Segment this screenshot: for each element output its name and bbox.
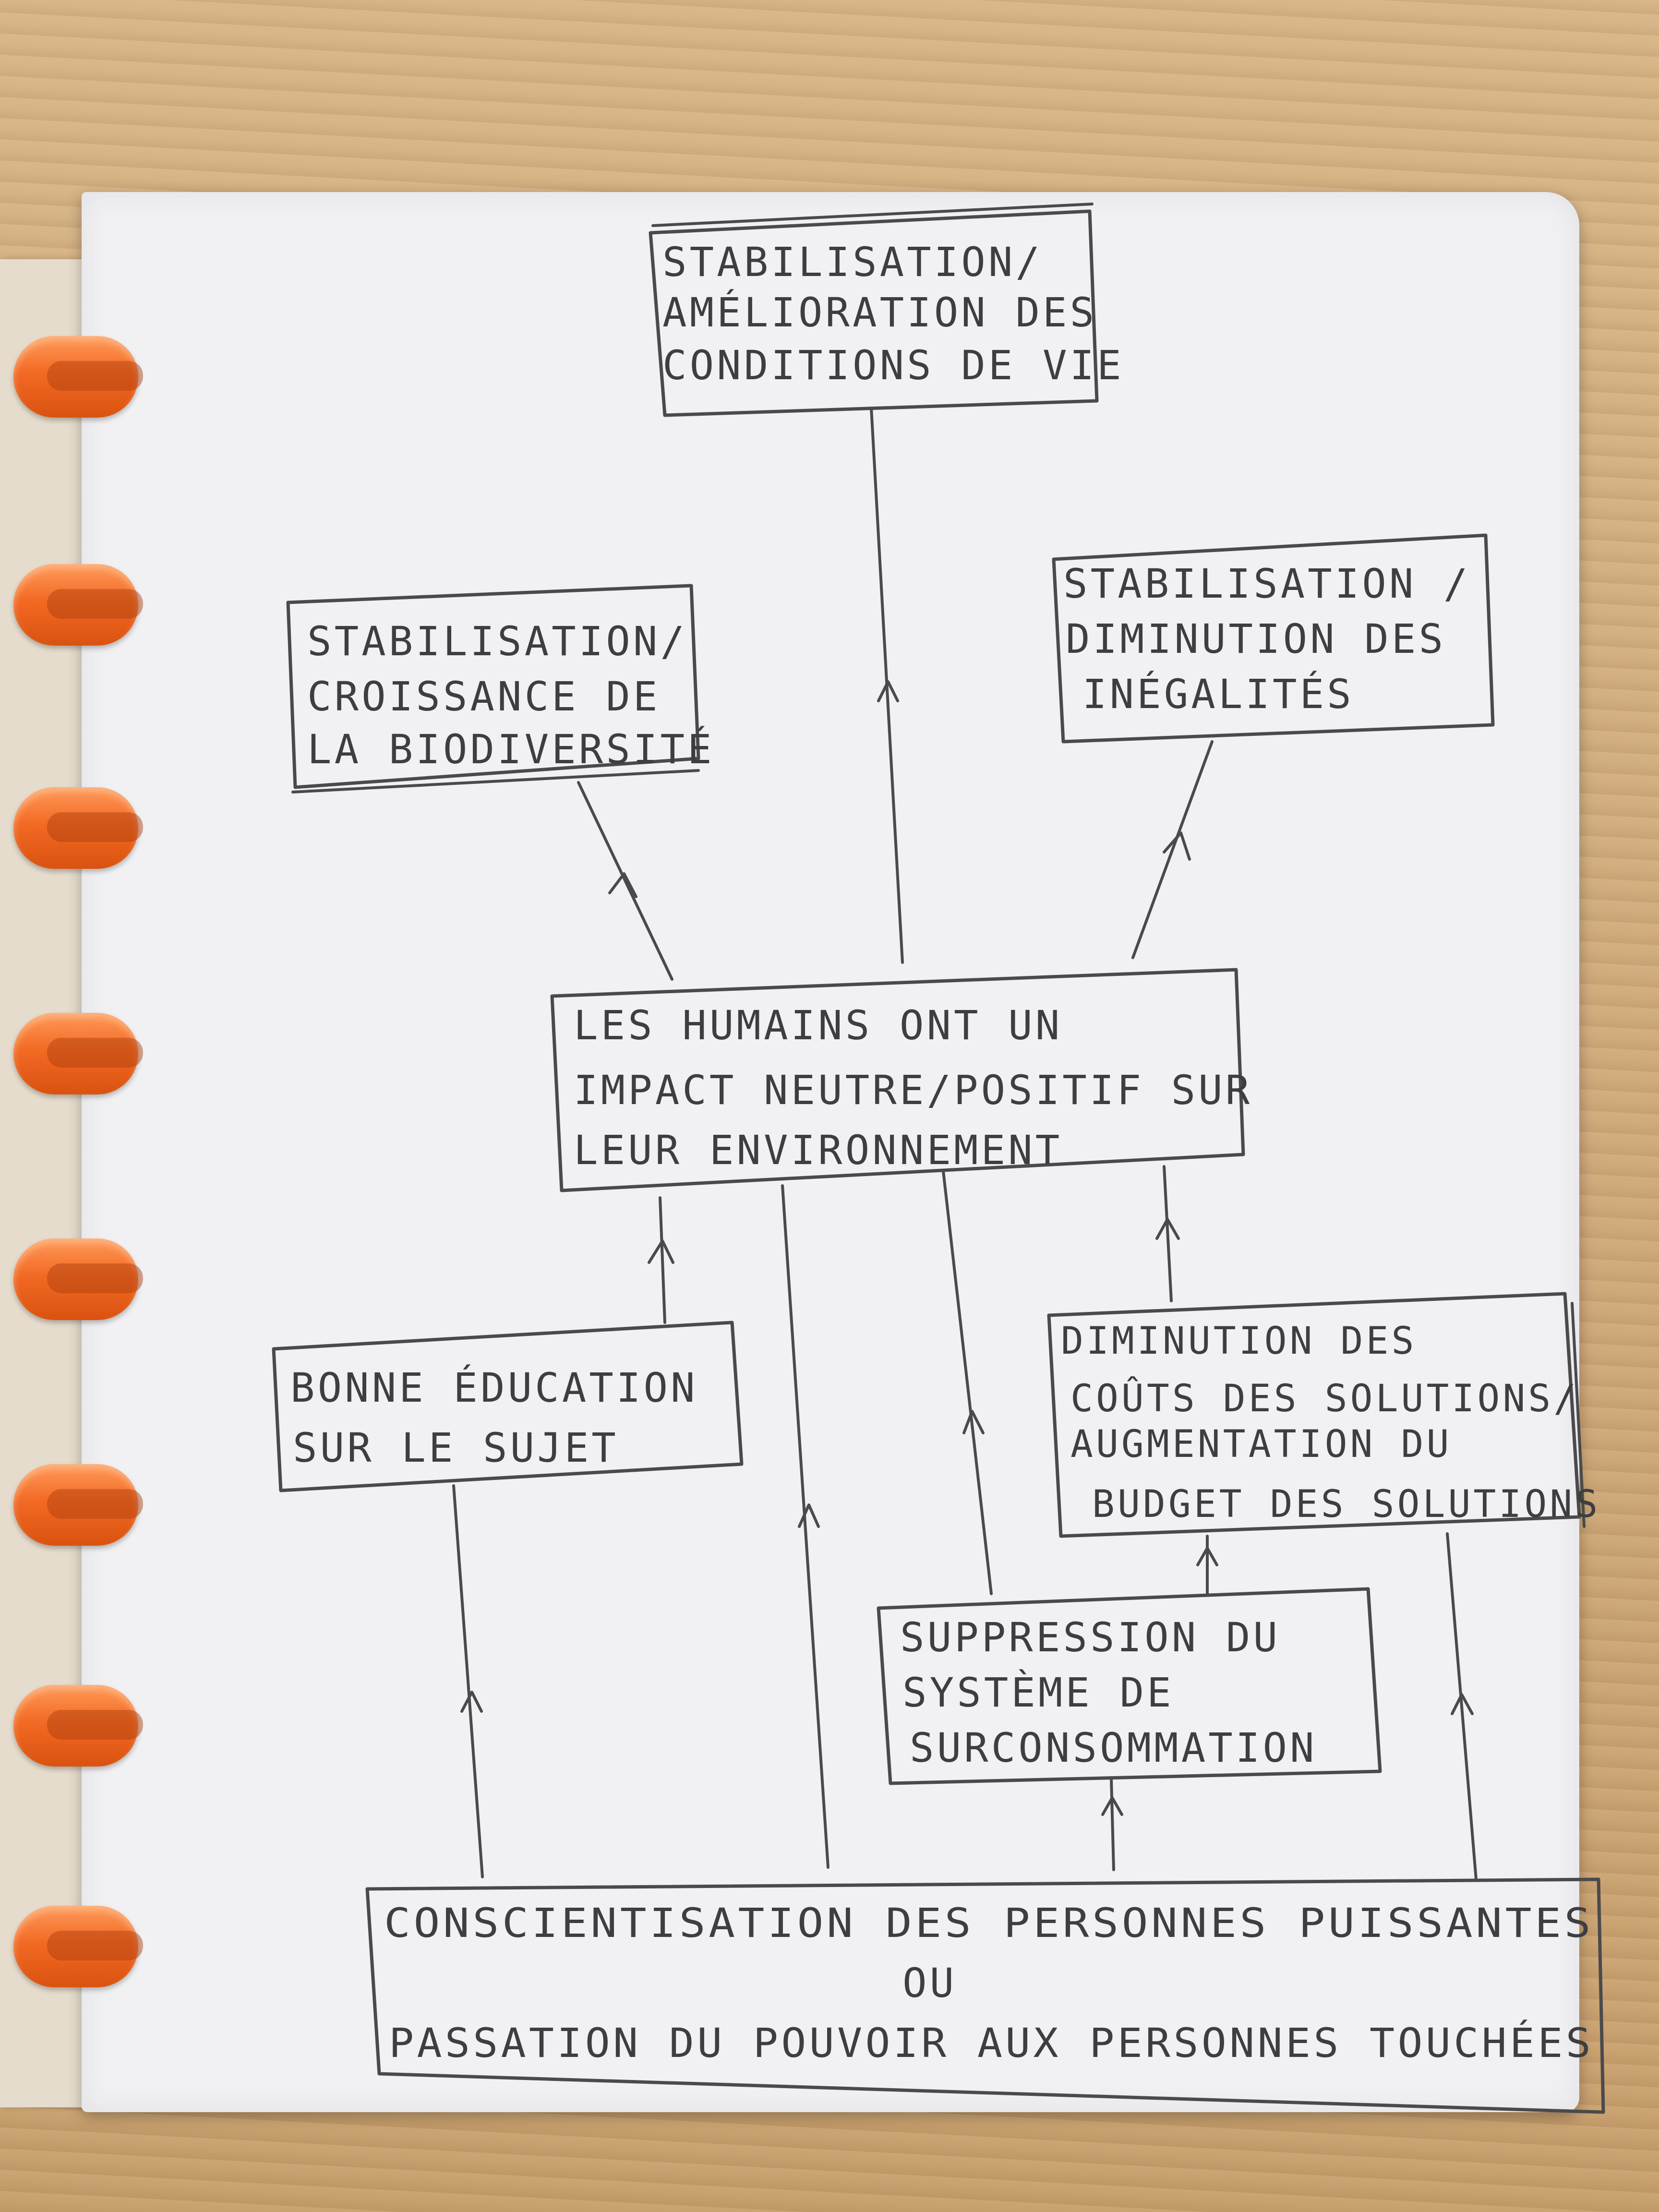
node-center-line-1: LES HUMAINS ONT UN (574, 1002, 1062, 1049)
node-costs-line-1: DIMINUTION DES (1061, 1320, 1417, 1363)
node-left-line-3: LA BIODIVERSITÉ (307, 726, 715, 773)
binder-ring-5 (13, 1238, 143, 1320)
node-top-line-3: CONDITIONS DE VIE (662, 342, 1124, 389)
node-left-line-1: STABILISATION/ (307, 618, 687, 665)
node-suppression-line-1: SUPPRESSION DU (900, 1614, 1280, 1661)
node-costs-line-2: COÛTS DES SOLUTIONS/ (1070, 1376, 1579, 1420)
node-top-line-1: STABILISATION/ (662, 239, 1043, 286)
node-suppression-line-3: SURCONSOMMATION (910, 1724, 1317, 1771)
node-bottom-line-1: CONSCIENTISATION DES PERSONNES PUISSANTE… (384, 1899, 1594, 1947)
edge-center-to-top (870, 407, 904, 964)
node-right-line-1: STABILISATION / (1063, 560, 1471, 607)
edge-center-to-right (1131, 740, 1214, 959)
node-top-line-2: AMÉLIORATION DES (662, 289, 1097, 336)
node-education-line-1: BONNE ÉDUCATION (290, 1364, 698, 1411)
node-left-line-2: CROISSANCE DE (307, 673, 660, 720)
node-bottom-line-2: OU (902, 1960, 957, 2007)
binder-ring-2 (13, 564, 143, 646)
edge-suppression-to-center (942, 1170, 993, 1595)
binder-ring-8 (13, 1906, 143, 1987)
binder-ring-4 (13, 1013, 143, 1094)
edge-education-to-center (648, 1196, 674, 1324)
node-right-line-3: INÉGALITÉS (1082, 671, 1354, 718)
node-top: STABILISATION/ AMÉLIORATION DES CONDITIO… (649, 203, 1124, 417)
node-costs: DIMINUTION DES COÛTS DES SOLUTIONS/ AUGM… (1047, 1292, 1600, 1538)
node-center: LES HUMAINS ONT UN IMPACT NEUTRE/POSITIF… (550, 968, 1252, 1192)
node-education-line-2: SUR LE SUJET (293, 1424, 619, 1471)
edge-bottom-to-center (781, 1184, 830, 1869)
node-left: STABILISATION/ CROISSANCE DE LA BIODIVER… (286, 584, 715, 793)
edge-center-to-left (577, 781, 673, 981)
node-bottom: CONSCIENTISATION DES PERSONNES PUISSANTE… (365, 1877, 1605, 2114)
node-suppression-line-2: SYSTÈME DE (902, 1669, 1174, 1716)
node-suppression: SUPPRESSION DU SYSTÈME DE SURCONSOMMATIO… (877, 1587, 1382, 1785)
node-costs-line-3: AUGMENTATION DU (1070, 1423, 1452, 1466)
binder-ring-6 (13, 1464, 143, 1546)
edge-bottom-to-suppression (1101, 1777, 1123, 1871)
notebook-page (82, 192, 1579, 2112)
node-education: BONNE ÉDUCATION SUR LE SUJET (272, 1321, 744, 1492)
binder-ring-1 (13, 336, 143, 418)
edge-bottom-to-education (452, 1484, 484, 1878)
node-center-line-3: LEUR ENVIRONNEMENT (574, 1127, 1062, 1174)
node-costs-line-4: BUDGET DES SOLUTIONS (1092, 1483, 1600, 1526)
node-center-line-2: IMPACT NEUTRE/POSITIF SUR (574, 1067, 1252, 1114)
edge-suppression-to-costs (1196, 1535, 1218, 1595)
edge-bottom-to-costs (1446, 1532, 1478, 1881)
binder-ring-3 (13, 787, 143, 869)
node-right-line-2: DIMINUTION DES (1066, 615, 1446, 662)
binder-ring-7 (13, 1685, 143, 1767)
edge-costs-to-center (1155, 1165, 1180, 1302)
node-bottom-line-3: PASSATION DU POUVOIR AUX PERSONNES TOUCH… (389, 2020, 1594, 2067)
node-right: STABILISATION / DIMINUTION DES INÉGALITÉ… (1052, 533, 1495, 744)
